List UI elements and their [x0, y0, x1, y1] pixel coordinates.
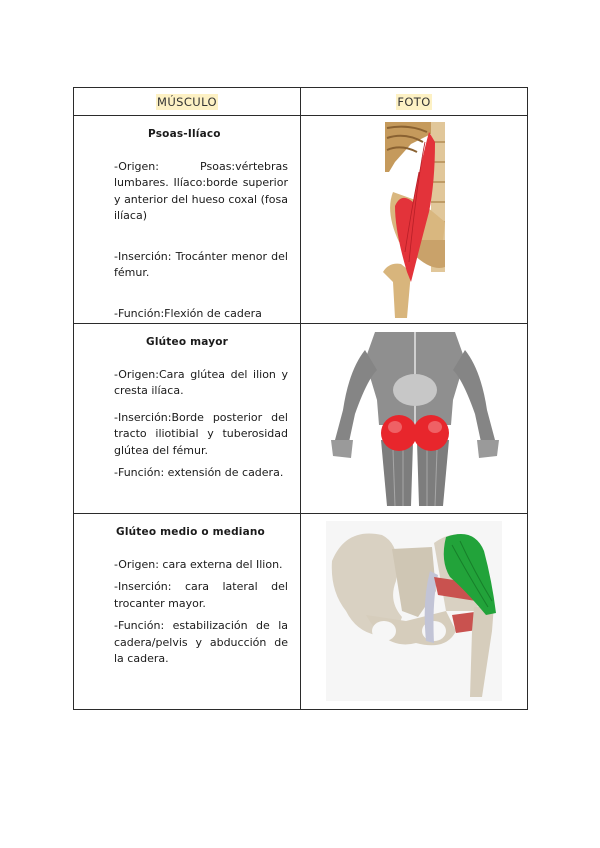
muscle-table: MÚSCULO FOTO Psoas-Ilíaco -Origen: Psoas… [73, 87, 528, 710]
muscle-origen: -Origen:Cara glútea del ilion y cresta i… [114, 367, 288, 398]
muscle-origen: -Origen: Psoas:vértebras lumbares. Ilíac… [114, 159, 288, 223]
muscle-funcion: -Función: extensión de cadera. [114, 466, 284, 479]
photo-cell [300, 115, 528, 324]
muscle-description-cell: Psoas-Ilíaco -Origen: Psoas:vértebras lu… [73, 115, 301, 324]
photo-cell [300, 513, 528, 710]
header-muscle: MÚSCULO [73, 87, 301, 116]
gluteo-mayor-anatomy-image [331, 332, 499, 506]
header-muscle-label: MÚSCULO [156, 93, 218, 110]
muscle-description-cell: Glúteo mayor -Origen:Cara glútea del ili… [73, 323, 301, 514]
header-photo-label: FOTO [396, 93, 432, 110]
table-header-row: MÚSCULO FOTO [73, 87, 528, 116]
table-row: Glúteo mayor -Origen:Cara glútea del ili… [73, 323, 528, 514]
muscle-insercion: -Inserción: cara lateral del trocanter m… [114, 580, 288, 610]
muscle-funcion: -Función:Flexión de cadera [114, 306, 262, 320]
header-photo: FOTO [300, 87, 528, 116]
photo-cell [300, 323, 528, 514]
table-row: Glúteo medio o mediano -Origen: cara ext… [73, 513, 528, 710]
muscle-insercion: -Inserción: Trocánter menor del fémur. [114, 249, 288, 280]
muscle-title: Glúteo medio o mediano [116, 526, 265, 538]
muscle-description-cell: Glúteo medio o mediano -Origen: cara ext… [73, 513, 301, 710]
muscle-funcion: -Función: estabilización de la cadera/pe… [114, 619, 288, 665]
psoas-iliaco-anatomy-image [383, 122, 445, 318]
gluteo-medio-anatomy-image [326, 521, 502, 701]
table-row: Psoas-Ilíaco -Origen: Psoas:vértebras lu… [73, 115, 528, 324]
muscle-title: Psoas-Ilíaco [148, 128, 221, 140]
muscle-origen: -Origen: cara externa del Ilion. [114, 557, 283, 571]
muscle-insercion: -Inserción:Borde posterior del tracto il… [114, 410, 288, 457]
muscle-title: Glúteo mayor [146, 336, 229, 348]
